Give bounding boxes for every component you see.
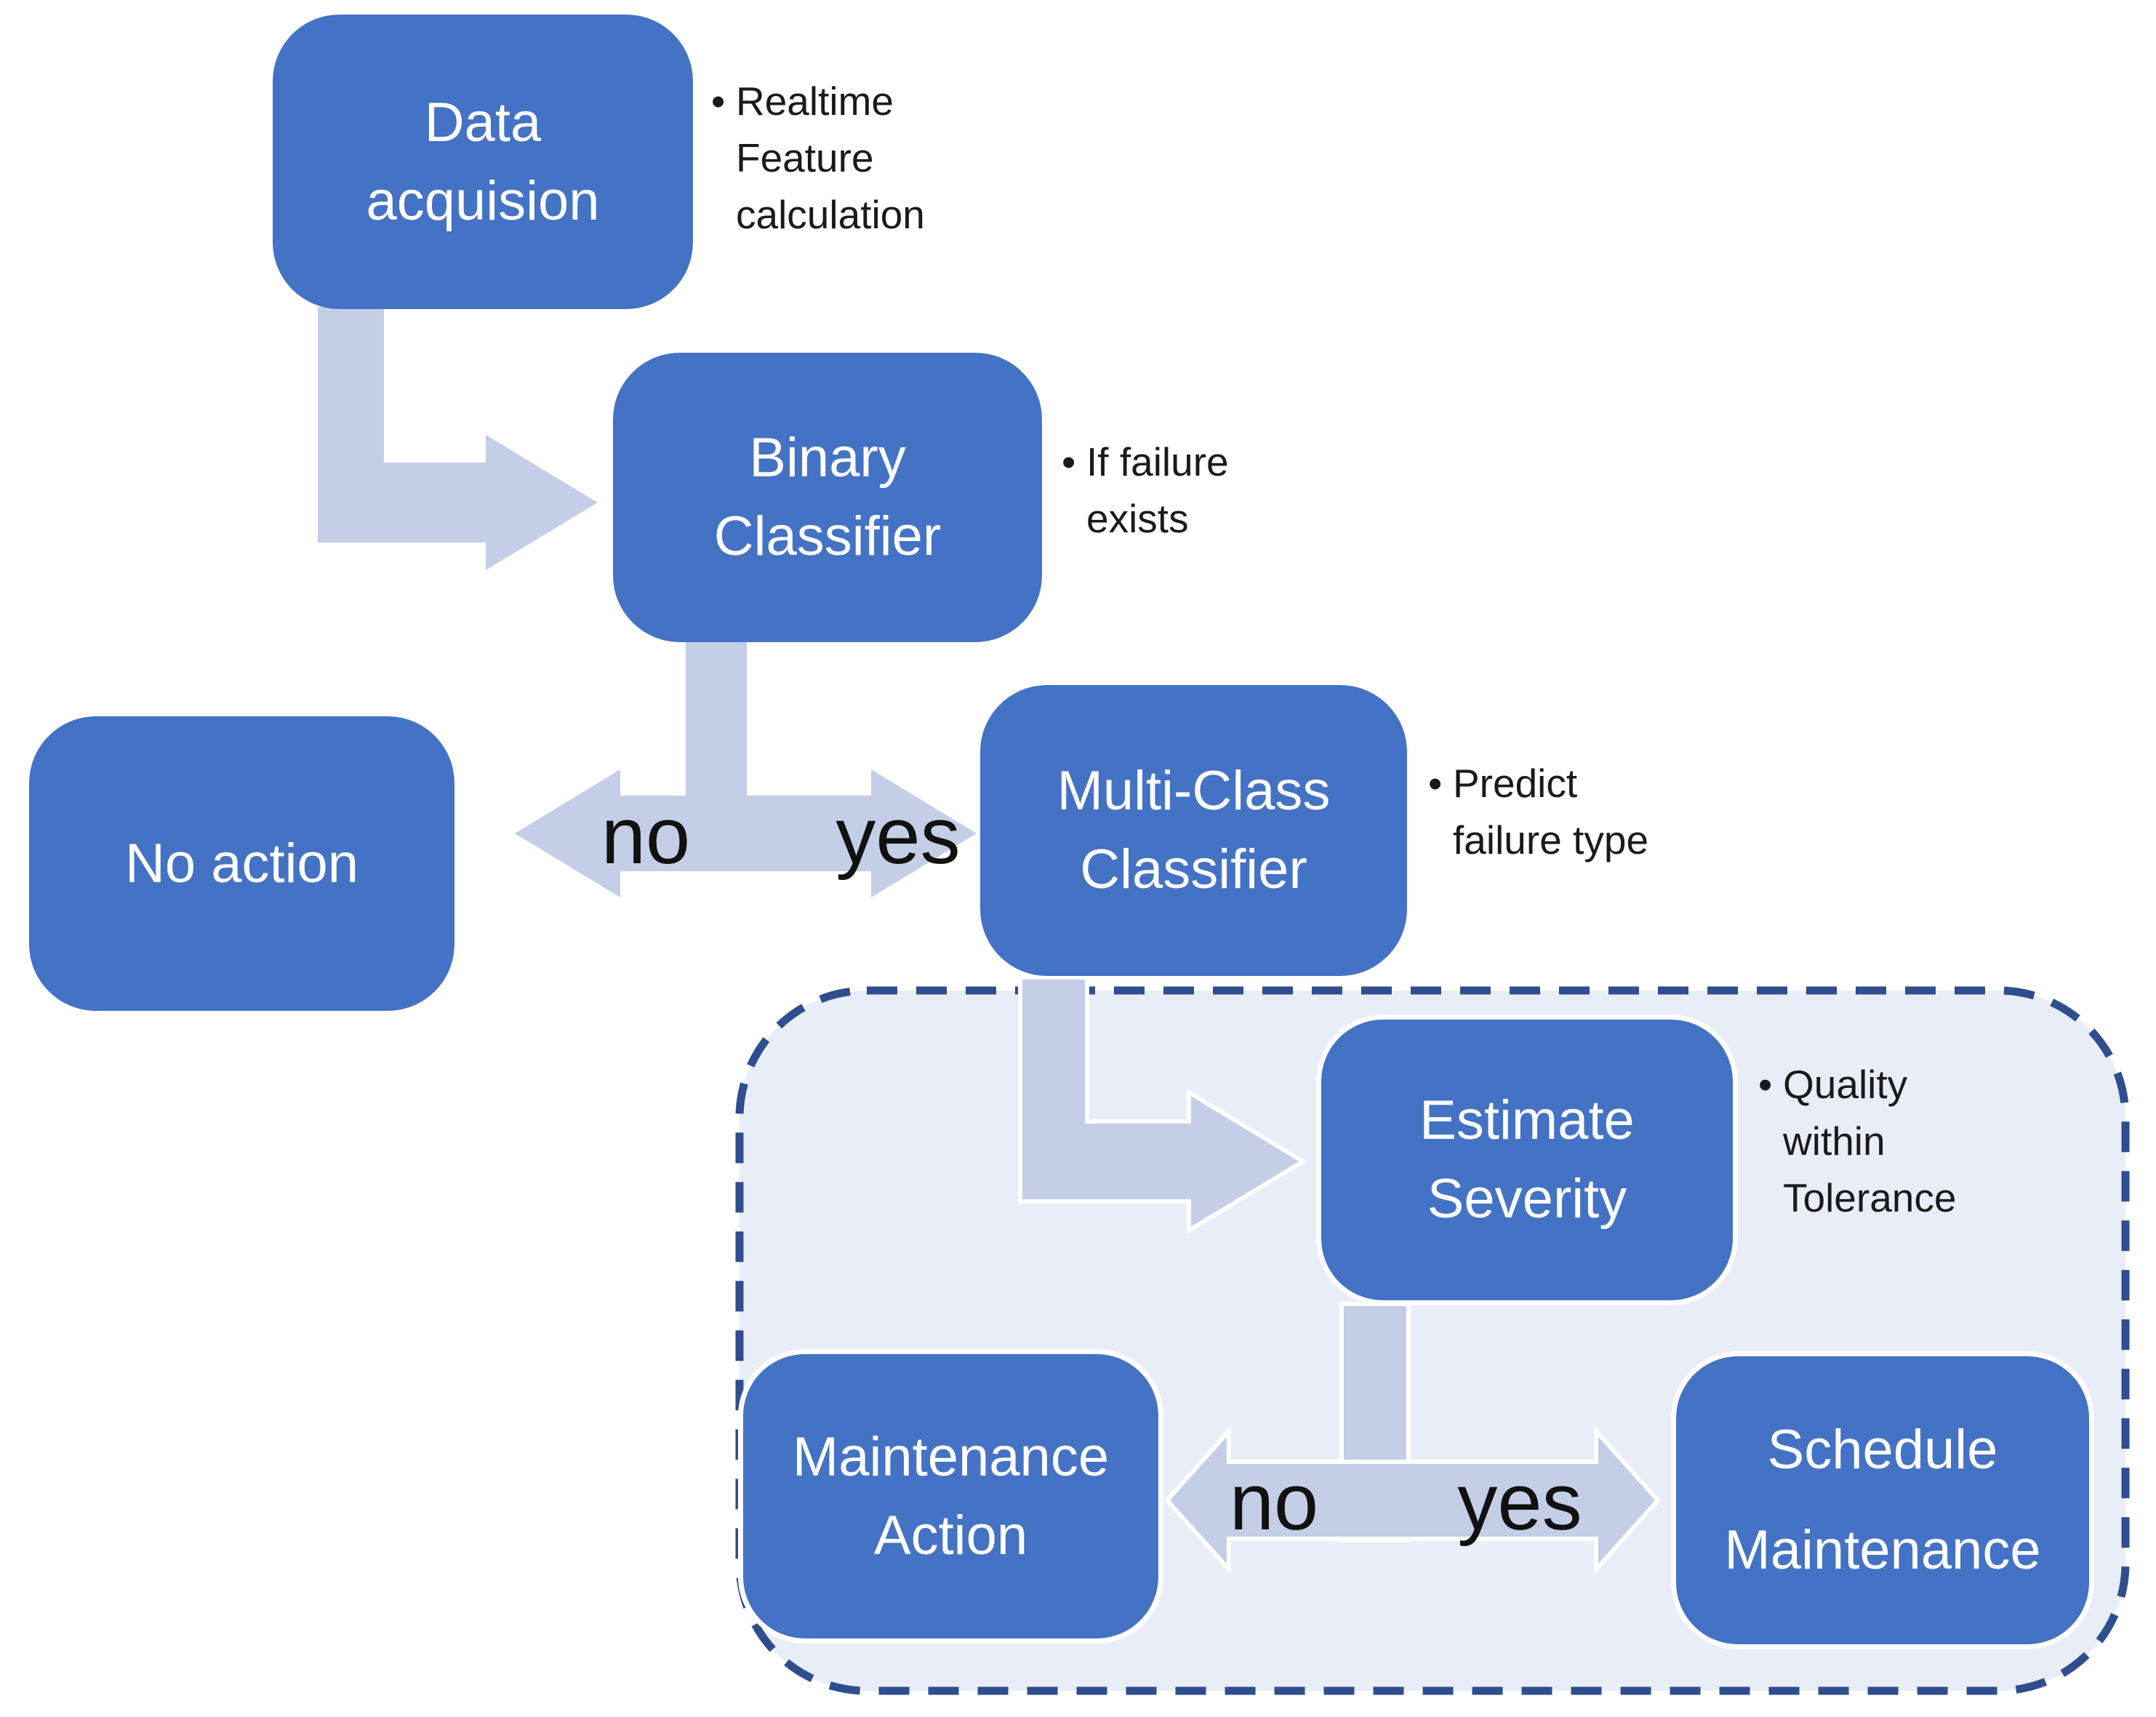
data-acquisition-node: Data acquision — [273, 15, 693, 309]
estimate-severity-node: Estimate Severity — [1316, 1014, 1738, 1305]
binary-decision-no-label: no — [601, 791, 691, 881]
annotation-if-failure-exists: • If failure exists — [1062, 433, 1367, 547]
no-action-node: No action — [29, 716, 454, 1011]
bullet-icon: • — [1428, 761, 1443, 806]
annotation-predict-line2: failure type — [1453, 817, 1649, 863]
arrow-data-to-binary — [318, 307, 598, 570]
no-action-line1: No action — [124, 832, 359, 894]
arrow-severity-no-yes — [1163, 1425, 1662, 1575]
annotation-realtime-feature-calculation: • Realtime Feature calculation — [711, 73, 1017, 243]
estimate-severity-line1: Estimate — [1419, 1089, 1635, 1152]
no-action-label: No action — [125, 825, 358, 903]
multi-class-classifier-label: Multi-Class Classifier — [1057, 752, 1331, 909]
maintenance-action-node: Maintenance Action — [738, 1349, 1163, 1644]
maintenance-action-line1: Maintenance — [792, 1425, 1110, 1488]
schedule-maintenance-label: Schedule Maintenance — [1724, 1389, 2040, 1612]
data-acquisition-label: Data acquision — [366, 84, 599, 241]
schedule-maintenance-node: Schedule Maintenance — [1671, 1351, 2094, 1649]
bullet-icon: • — [711, 79, 726, 124]
estimate-severity-line2: Severity — [1427, 1168, 1627, 1230]
bullet-icon: • — [1758, 1062, 1773, 1107]
annotation-if-failure-line2: exists — [1086, 496, 1189, 542]
severity-decision-yes-label: yes — [1457, 1457, 1582, 1547]
annotation-predict-failure-type: • Predict failure type — [1428, 755, 1763, 868]
schedule-maintenance-line1: Schedule — [1767, 1419, 1998, 1481]
data-acquisition-line1: Data — [424, 91, 542, 153]
maintenance-action-line2: Action — [873, 1504, 1028, 1566]
binary-classifier-line2: Classifier — [713, 505, 942, 567]
estimate-severity-label: Estimate Severity — [1419, 1081, 1635, 1238]
annotation-realtime-line2: Feature — [736, 135, 874, 181]
binary-classifier-line1: Binary — [749, 427, 906, 489]
schedule-maintenance-line2: Maintenance — [1724, 1519, 2041, 1581]
binary-decision-yes-label: yes — [835, 791, 961, 881]
arrow-binary-no-yes — [515, 769, 977, 897]
annotation-quality-line3: Tolerance — [1783, 1175, 1957, 1221]
severity-decision-no-label: no — [1229, 1457, 1319, 1547]
annotation-quality-line2: within — [1783, 1118, 1886, 1164]
multi-class-classifier-node: Multi-Class Classifier — [980, 685, 1407, 976]
arrow-multiclass-to-estimate — [1018, 975, 1307, 1235]
multi-class-classifier-line1: Multi-Class — [1057, 760, 1331, 823]
annotation-predict-line1: Predict — [1453, 761, 1578, 806]
data-acquisition-line2: acquision — [366, 169, 600, 232]
annotation-realtime-line3: calculation — [736, 192, 925, 238]
annotation-quality-line1: Quality — [1783, 1062, 1908, 1107]
multi-class-classifier-line2: Classifier — [1080, 839, 1307, 900]
annotation-realtime-line1: Realtime — [736, 79, 894, 124]
maintenance-action-label: Maintenance Action — [793, 1418, 1109, 1575]
binary-classifier-label: Binary Classifier — [714, 419, 942, 576]
binary-classifier-node: Binary Classifier — [613, 353, 1042, 642]
bullet-icon: • — [1062, 439, 1076, 484]
annotation-quality-within-tolerance: • Quality within Tolerance — [1758, 1056, 2064, 1226]
annotation-if-failure-line1: If failure — [1086, 439, 1229, 484]
